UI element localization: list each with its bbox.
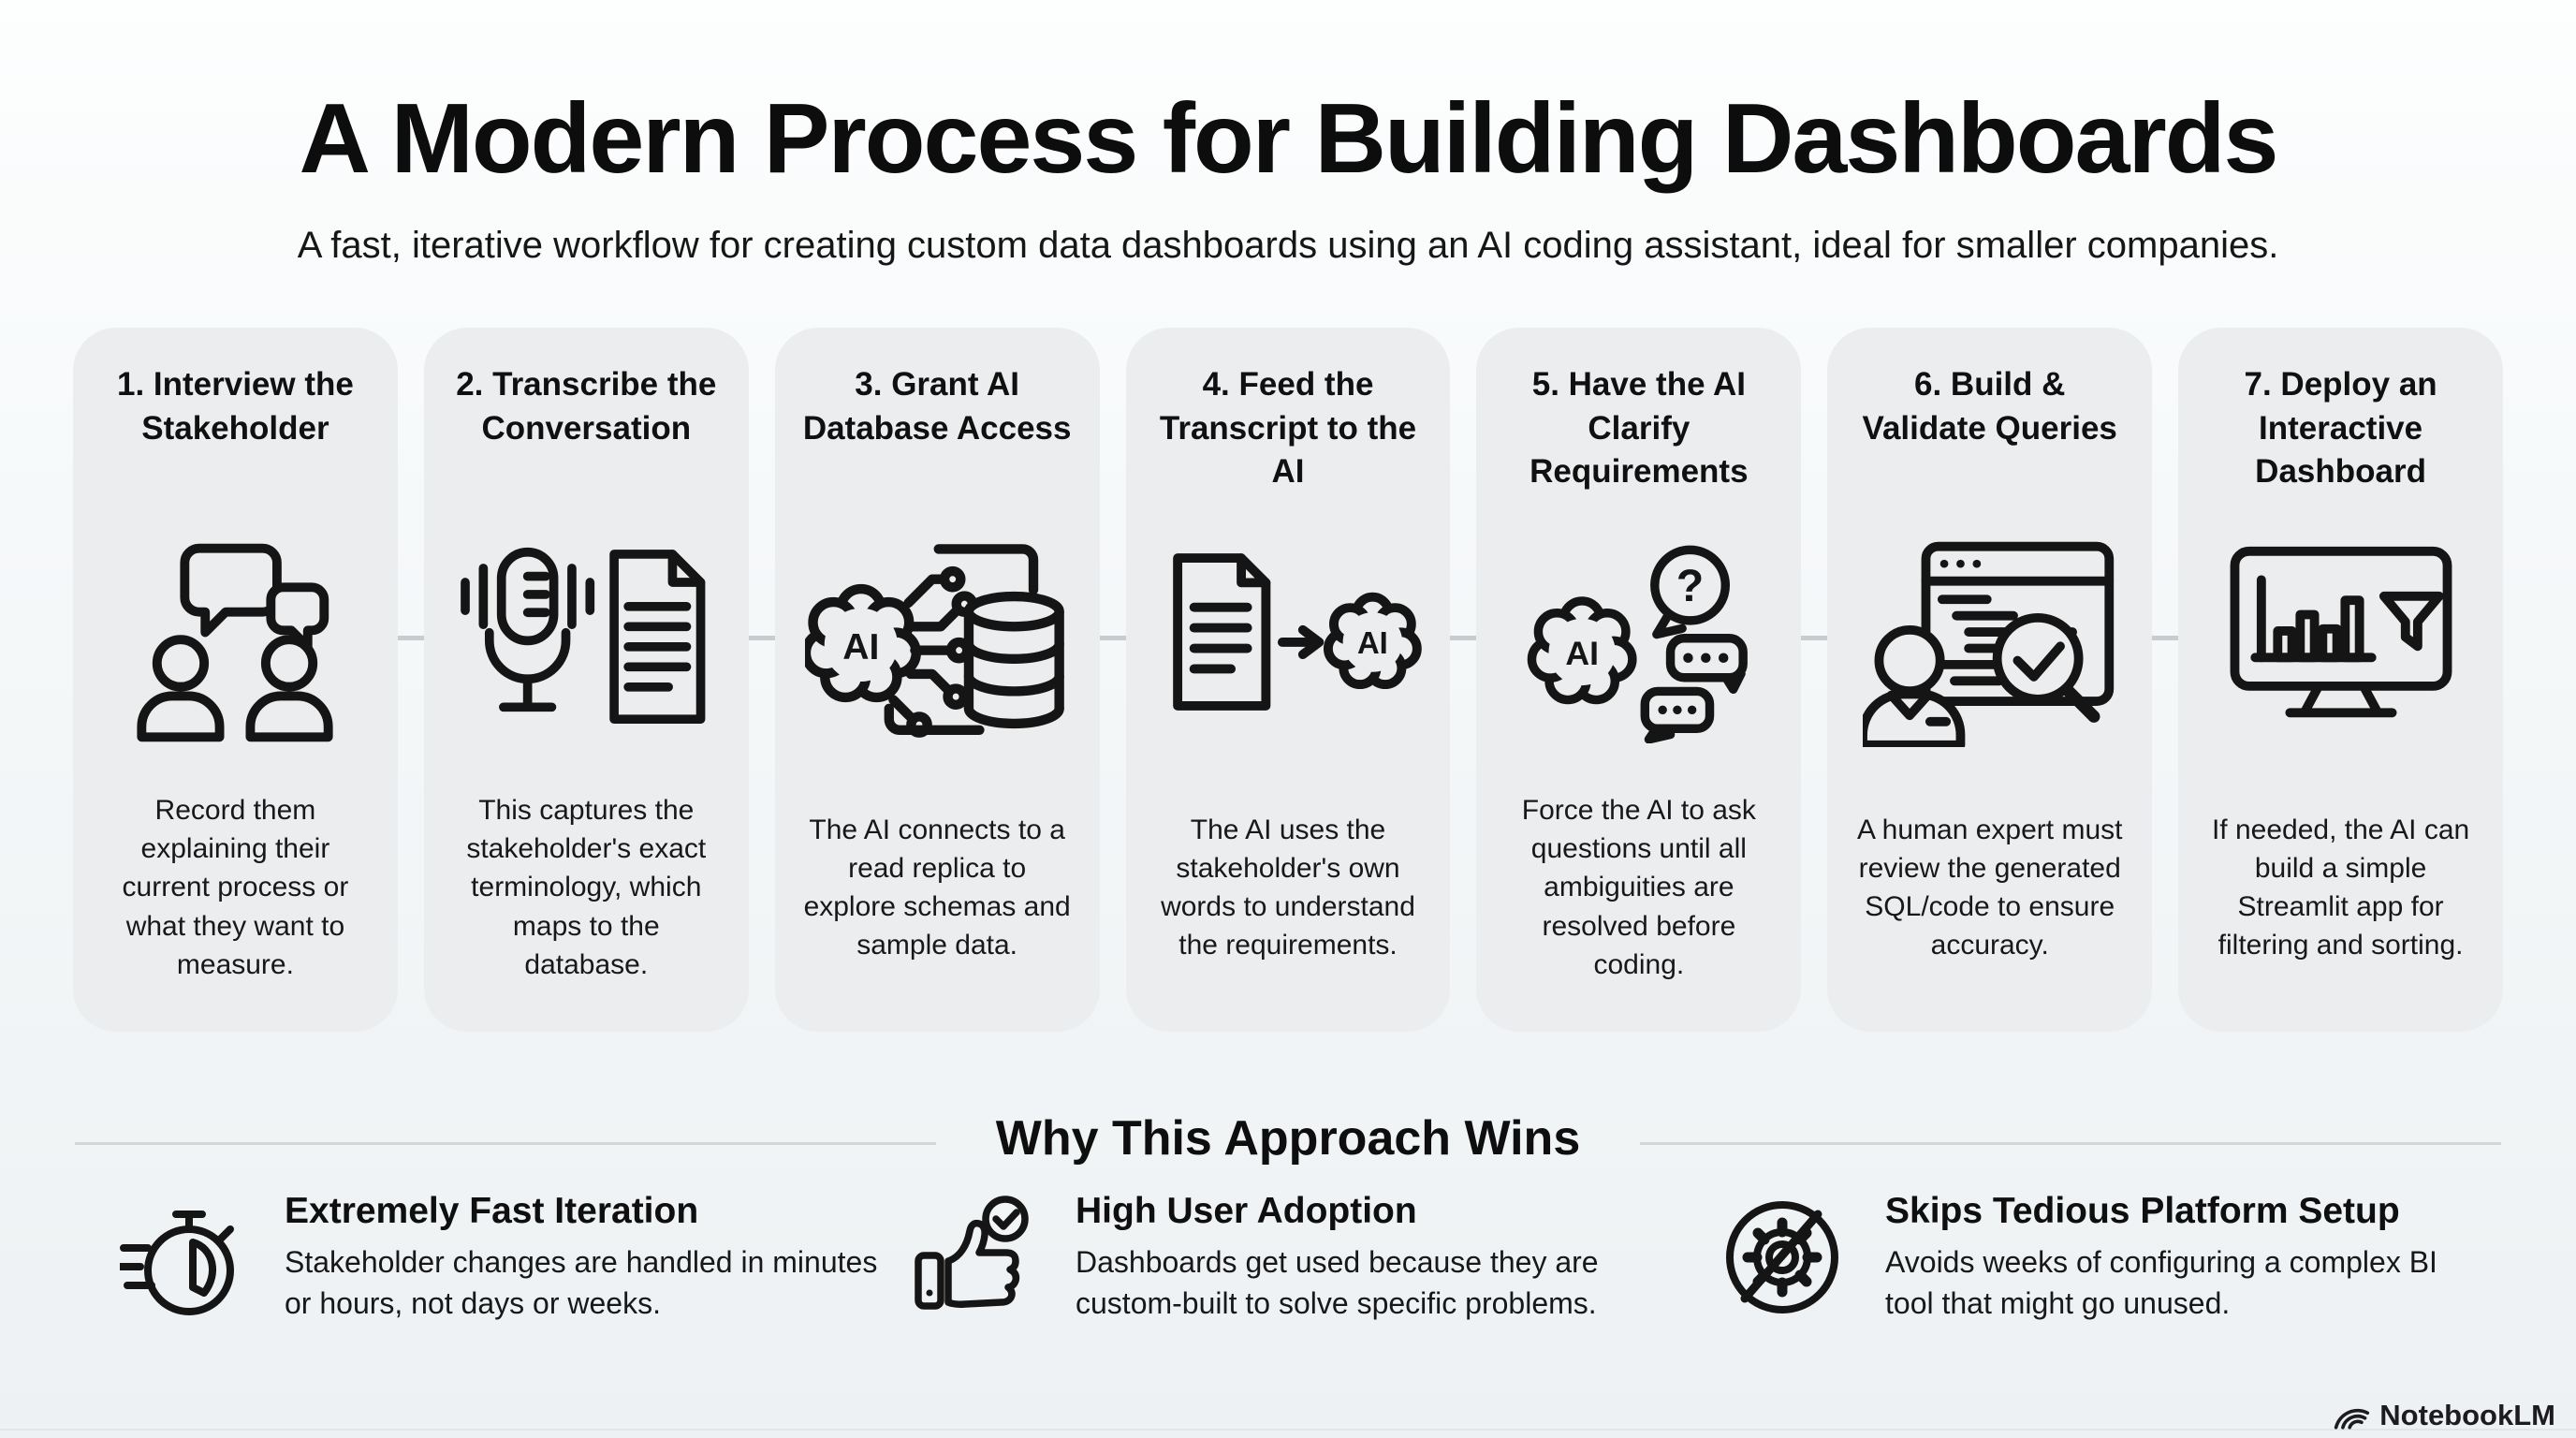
section-divider-right [1640, 1142, 2501, 1145]
benefits-heading: Why This Approach Wins [995, 1111, 1581, 1166]
brand-attribution: NotebookLM [2333, 1399, 2555, 1432]
step-description: If needed, the AI can build a simple Str… [2211, 814, 2470, 961]
ai-questions-icon: AI ? [1521, 502, 1757, 783]
svg-text:?: ? [1676, 560, 1704, 610]
bottom-hairline [0, 1429, 2576, 1431]
ai-brain-database-icon: AI [805, 502, 1069, 783]
step-description: This captures the stakeholder's exact te… [466, 795, 707, 980]
thumbs-up-check-icon [911, 1192, 1034, 1323]
step-card-deploy: 7. Deploy an Interactive Dashboard If ne… [2178, 328, 2504, 1032]
section-divider-left [75, 1142, 936, 1145]
step-description: The AI connects to a read replica to exp… [803, 814, 1071, 961]
step-card-validate: 6. Build & Validate Queries A human expe… [1827, 328, 2153, 1032]
benefit-user-adoption: High User Adoption Dashboards get used b… [911, 1191, 1693, 1324]
step-title: 4. Feed the Transcript to the AI [1159, 366, 1417, 491]
step-card-db-access: 3. Grant AI Database Access AI [774, 328, 1100, 1032]
step-card-transcribe: 2. Transcribe the Conversation This capt… [423, 328, 749, 1032]
step-description: Record them explaining their current pro… [122, 795, 349, 980]
svg-text:AI: AI [1565, 635, 1599, 672]
microphone-transcript-icon [455, 502, 717, 783]
benefit-title: Skips Tedious Platform Setup [1885, 1191, 2400, 1231]
notebooklm-logo-icon [2333, 1400, 2370, 1431]
steps-row: 1. Interview the Stakeholder Record them… [73, 328, 2504, 1032]
step-title: 1. Interview the Stakeholder [116, 366, 354, 447]
benefit-text: Skips Tedious Platform Setup Avoids week… [1885, 1191, 2484, 1324]
step-title: 7. Deploy an Interactive Dashboard [2244, 366, 2437, 491]
stopwatch-icon [120, 1192, 243, 1323]
step-title: 2. Transcribe the Conversation [456, 366, 717, 447]
step-description: Force the AI to ask questions until all … [1521, 795, 1756, 980]
step-title: 3. Grant AI Database Access [802, 366, 1072, 447]
svg-text:AI: AI [1356, 625, 1387, 660]
benefit-title: Extremely Fast Iteration [285, 1191, 699, 1231]
step-description: A human expert must review the generated… [1856, 814, 2123, 961]
benefit-text: High User Adoption Dashboards get used b… [1076, 1191, 1693, 1324]
step-card-interview: 1. Interview the Stakeholder Record them… [73, 328, 398, 1032]
benefit-fast-iteration: Extremely Fast Iteration Stakeholder cha… [120, 1191, 884, 1324]
benefit-skip-setup: Skips Tedious Platform Setup Avoids week… [1720, 1191, 2484, 1324]
benefit-description: Dashboards get used because they are cus… [1076, 1245, 1599, 1321]
no-gear-icon [1720, 1192, 1844, 1323]
document-to-ai-icon: AI [1155, 502, 1422, 783]
step-description: The AI uses the stakeholder's own words … [1161, 814, 1415, 961]
step-card-clarify: 5. Have the AI Clarify Requirements AI ? [1476, 328, 1802, 1032]
svg-text:AI: AI [842, 627, 879, 668]
benefit-description: Stakeholder changes are handled in minut… [285, 1245, 878, 1321]
brand-name: NotebookLM [2379, 1399, 2555, 1431]
dashboard-monitor-icon [2218, 502, 2464, 783]
page-title: A Modern Process for Building Dashboards [299, 83, 2279, 194]
conversation-icon [127, 502, 343, 783]
benefit-text: Extremely Fast Iteration Stakeholder cha… [285, 1191, 884, 1324]
benefit-title: High User Adoption [1076, 1191, 1417, 1231]
benefits-row: Extremely Fast Iteration Stakeholder cha… [120, 1191, 2484, 1324]
page-subtitle: A fast, iterative workflow for creating … [297, 225, 2279, 266]
step-title: 6. Build & Validate Queries [1862, 366, 2117, 447]
step-title: 5. Have the AI Clarify Requirements [1530, 366, 1749, 491]
benefit-description: Avoids weeks of configuring a complex BI… [1885, 1245, 2437, 1321]
step-card-feed-transcript: 4. Feed the Transcript to the AI AI [1125, 328, 1451, 1032]
human-review-code-icon [1862, 502, 2117, 783]
